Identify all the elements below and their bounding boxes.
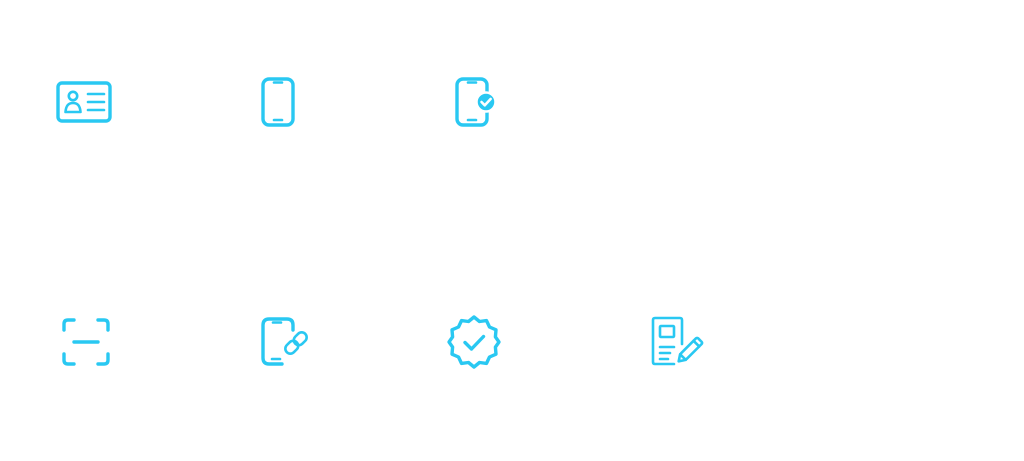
smartphone-icon xyxy=(260,77,296,127)
verified-badge-icon xyxy=(446,314,502,370)
id-card-icon xyxy=(56,80,112,124)
phone-verified-icon xyxy=(455,77,499,127)
scan-frame-icon xyxy=(62,318,110,366)
phone-link-icon xyxy=(260,316,310,368)
document-sign-icon xyxy=(650,316,704,368)
